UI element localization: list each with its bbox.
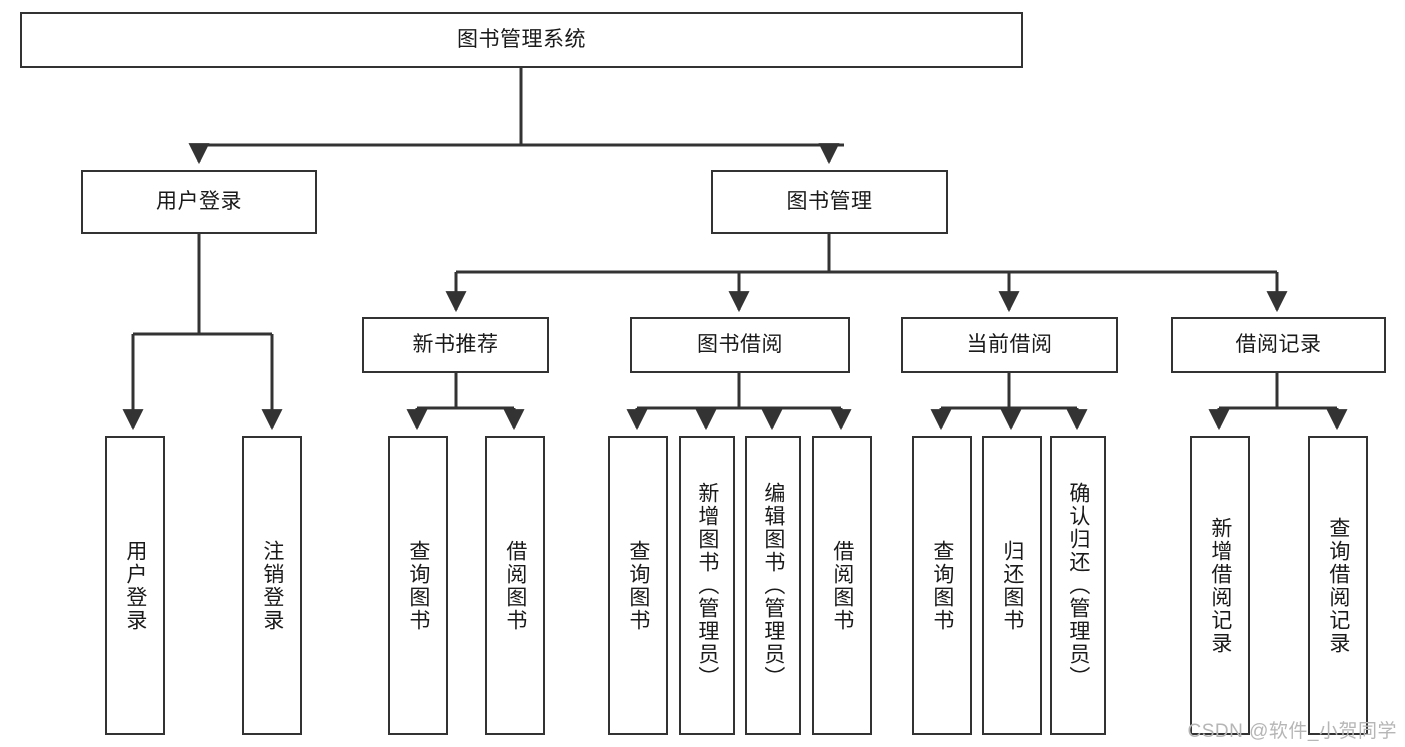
node-leaf-add-record-label: 新增借阅记录 (1208, 516, 1232, 655)
edge-newbookrec-to-leaves (406, 373, 525, 431)
node-leaf-user-login[interactable]: 用户登录 (105, 436, 165, 735)
edge-borrowrecord-to-leaves (1208, 373, 1348, 431)
node-book-manage-label: 图书管理 (786, 190, 873, 214)
node-leaf-borrow-book-1-label: 借阅图书 (503, 539, 527, 632)
node-leaf-add-book-label: 新增图书（管理员） (695, 482, 719, 689)
edge-bookmanage-to-level3 (445, 234, 1288, 313)
node-leaf-confirm-return-label: 确认归还（管理员） (1066, 482, 1090, 689)
edge-userlogin-to-leaves (122, 234, 283, 431)
node-root-label: 图书管理系统 (457, 28, 586, 52)
node-new-book-rec-label: 新书推荐 (412, 333, 499, 357)
node-book-borrow[interactable]: 图书借阅 (630, 317, 850, 373)
node-leaf-query-book-3[interactable]: 查询图书 (912, 436, 972, 735)
node-book-borrow-label: 图书借阅 (697, 333, 783, 357)
node-book-manage[interactable]: 图书管理 (711, 170, 948, 234)
node-leaf-add-record[interactable]: 新增借阅记录 (1190, 436, 1250, 735)
node-leaf-query-book-3-label: 查询图书 (930, 539, 954, 632)
edge-bookborrow-to-leaves (626, 373, 852, 431)
node-leaf-query-book-2-label: 查询图书 (626, 539, 650, 632)
node-leaf-user-logout[interactable]: 注销登录 (242, 436, 302, 735)
node-leaf-return-book-label: 归还图书 (1000, 539, 1024, 632)
node-leaf-add-book[interactable]: 新增图书（管理员） (679, 436, 735, 735)
node-new-book-rec[interactable]: 新书推荐 (362, 317, 549, 373)
node-leaf-query-book-1-label: 查询图书 (406, 539, 430, 632)
node-leaf-borrow-book-2-label: 借阅图书 (830, 539, 854, 632)
node-current-borrow[interactable]: 当前借阅 (901, 317, 1118, 373)
node-leaf-borrow-book-2[interactable]: 借阅图书 (812, 436, 872, 735)
node-root[interactable]: 图书管理系统 (20, 12, 1023, 68)
node-leaf-edit-book-label: 编辑图书（管理员） (761, 482, 785, 689)
node-borrow-record[interactable]: 借阅记录 (1171, 317, 1386, 373)
node-leaf-confirm-return[interactable]: 确认归还（管理员） (1050, 436, 1106, 735)
node-leaf-query-book-1[interactable]: 查询图书 (388, 436, 448, 735)
edge-currentborrow-to-leaves (930, 373, 1088, 431)
node-leaf-query-record-label: 查询借阅记录 (1326, 516, 1350, 655)
node-user-login[interactable]: 用户登录 (81, 170, 317, 234)
edge-root-to-level2 (188, 68, 844, 165)
node-leaf-query-record[interactable]: 查询借阅记录 (1308, 436, 1368, 735)
node-leaf-user-login-label: 用户登录 (123, 539, 147, 632)
node-user-login-label: 用户登录 (156, 190, 242, 214)
node-leaf-borrow-book-1[interactable]: 借阅图书 (485, 436, 545, 735)
node-leaf-query-book-2[interactable]: 查询图书 (608, 436, 668, 735)
node-leaf-return-book[interactable]: 归还图书 (982, 436, 1042, 735)
node-leaf-edit-book[interactable]: 编辑图书（管理员） (745, 436, 801, 735)
node-borrow-record-label: 借阅记录 (1235, 333, 1322, 357)
node-leaf-user-logout-label: 注销登录 (260, 539, 284, 632)
node-current-borrow-label: 当前借阅 (966, 333, 1053, 357)
